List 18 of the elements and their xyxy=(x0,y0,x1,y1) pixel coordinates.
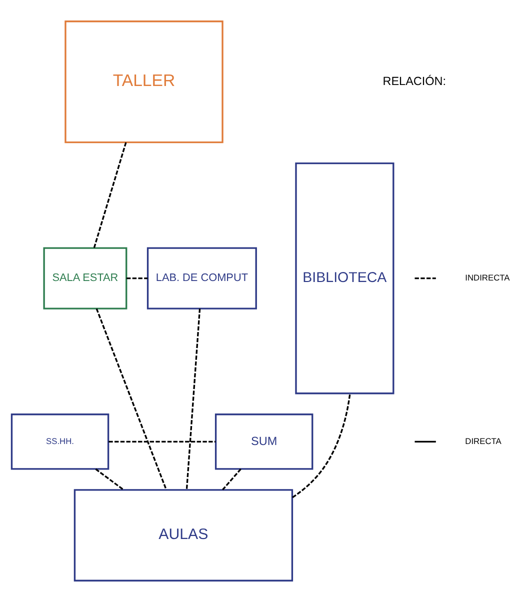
node-box: AULAS xyxy=(74,488,294,581)
connector xyxy=(126,276,148,279)
legend-label: INDIRECTA xyxy=(465,272,510,282)
connector xyxy=(96,308,168,490)
connector xyxy=(292,392,351,498)
connector xyxy=(222,468,242,490)
node-box: LAB. DE COMPUT xyxy=(146,246,257,309)
node-box: BIBLIOTECA xyxy=(295,162,394,394)
connector xyxy=(108,440,216,442)
node-box: TALLER xyxy=(64,20,224,143)
connector xyxy=(93,142,127,248)
node-box: SS.HH. xyxy=(10,413,110,470)
label: RELACIÓN: xyxy=(382,74,446,88)
node-box: SALA ESTAR xyxy=(43,246,128,309)
connector xyxy=(95,468,124,490)
node-box: SUM xyxy=(214,413,314,470)
legend-label: DIRECTA xyxy=(465,435,502,446)
connector xyxy=(186,308,201,490)
